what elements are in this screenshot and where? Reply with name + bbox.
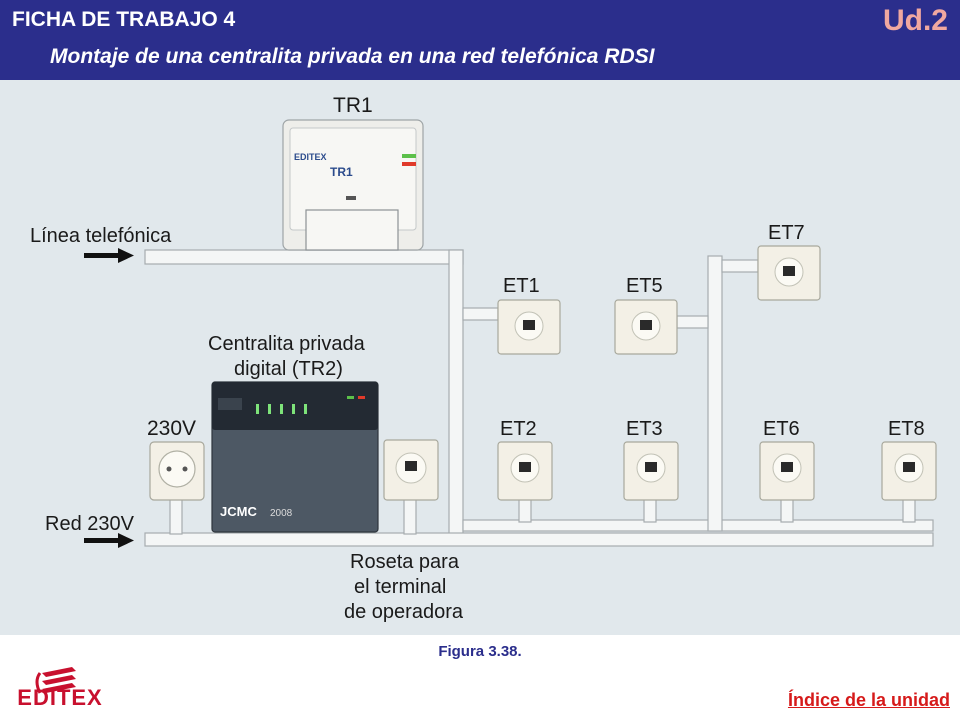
centralita-port-led: [268, 404, 271, 414]
roseta-label-line1: Roseta para: [350, 551, 460, 573]
figure-caption: Figura 3.38.: [438, 643, 522, 660]
centralita-label-line2: digital (TR2): [234, 358, 343, 380]
tr1-device: EDITEX TR1: [282, 119, 424, 251]
et7-socket: [757, 245, 821, 301]
tr1-brand: EDITEX: [294, 152, 327, 162]
et6-label: ET6: [763, 418, 800, 440]
et6-socket: [759, 441, 815, 501]
conduit-vertical-main: [448, 249, 464, 546]
conduit-power: [144, 532, 934, 547]
diagram-background: [0, 80, 960, 635]
network-diagram-svg: EDITEX TR1 TR1 Línea telefónica Centrali…: [0, 80, 960, 635]
centralita-tag: [218, 398, 242, 410]
centralita-brand: JCMC: [220, 504, 257, 519]
roseta-label-line3: de operadora: [344, 601, 464, 623]
red-230v-label: Red 230V: [45, 513, 135, 535]
230v-label: 230V: [147, 417, 196, 440]
et8-socket: [881, 441, 937, 501]
centralita-port-led: [304, 404, 307, 414]
centralita-device: JCMC 2008: [211, 381, 379, 533]
conduit-bottom-signal: [462, 519, 934, 532]
et1-label: ET1: [503, 275, 540, 297]
tr1-slot: [346, 196, 356, 200]
conduit-line-horizontal: [144, 249, 464, 265]
centralita-port-led: [256, 404, 259, 414]
et3-socket: [623, 441, 679, 501]
header-title: FICHA DE TRABAJO 4: [12, 8, 236, 31]
editex-logo-text: EDITEX: [17, 685, 103, 710]
230v-socket: [149, 441, 205, 501]
conduit-et5: [676, 315, 709, 329]
unit-index-link[interactable]: Índice de la unidad: [787, 690, 950, 710]
roseta-label-line2: el terminal: [354, 576, 446, 598]
et8-label: ET8: [888, 418, 925, 440]
tr1-led-red: [402, 162, 416, 166]
conduit-vertical-right: [707, 255, 723, 532]
centralita-port-led: [292, 404, 295, 414]
tr1-model: TR1: [330, 165, 353, 179]
centralita-led-red: [358, 396, 365, 399]
network-diagram: EDITEX TR1 TR1 Línea telefónica Centrali…: [0, 80, 960, 635]
conduit-230v: [169, 497, 183, 535]
conduit-et3: [643, 497, 657, 523]
conduit-et7: [721, 259, 759, 273]
centralita-label-line1: Centralita privada: [208, 333, 366, 355]
centralita-led-green: [347, 396, 354, 399]
arrow-red-230v: [84, 533, 134, 548]
conduit-et1: [462, 307, 499, 321]
tr1-led-green: [402, 154, 416, 158]
arrow-linea-telefonica: [84, 248, 134, 263]
tr1-label: TR1: [333, 94, 373, 117]
conduit-roseta: [403, 497, 417, 535]
editex-logo-icon: [35, 667, 76, 694]
centralita-year: 2008: [270, 508, 293, 519]
et1-socket: [497, 299, 561, 355]
conduit-et6: [780, 497, 794, 523]
unit-label: Ud.2: [882, 4, 948, 37]
header-subtitle: Montaje de una centralita privada en una…: [50, 45, 655, 68]
et5-socket: [614, 299, 678, 355]
et7-label: ET7: [768, 222, 805, 244]
et2-socket: [497, 441, 553, 501]
et2-label: ET2: [500, 418, 537, 440]
linea-telefonica-label: Línea telefónica: [30, 225, 172, 247]
et3-label: ET3: [626, 418, 663, 440]
header: FICHA DE TRABAJO 4 Montaje de una centra…: [0, 0, 960, 80]
conduits: [144, 249, 934, 547]
footer: Figura 3.38. EDITEX Índice de la unidad: [0, 635, 960, 720]
roseta-operadora-socket: [383, 439, 439, 501]
conduit-et8: [902, 497, 916, 523]
et5-label: ET5: [626, 275, 663, 297]
conduit-et2: [518, 497, 532, 523]
centralita-port-led: [280, 404, 283, 414]
